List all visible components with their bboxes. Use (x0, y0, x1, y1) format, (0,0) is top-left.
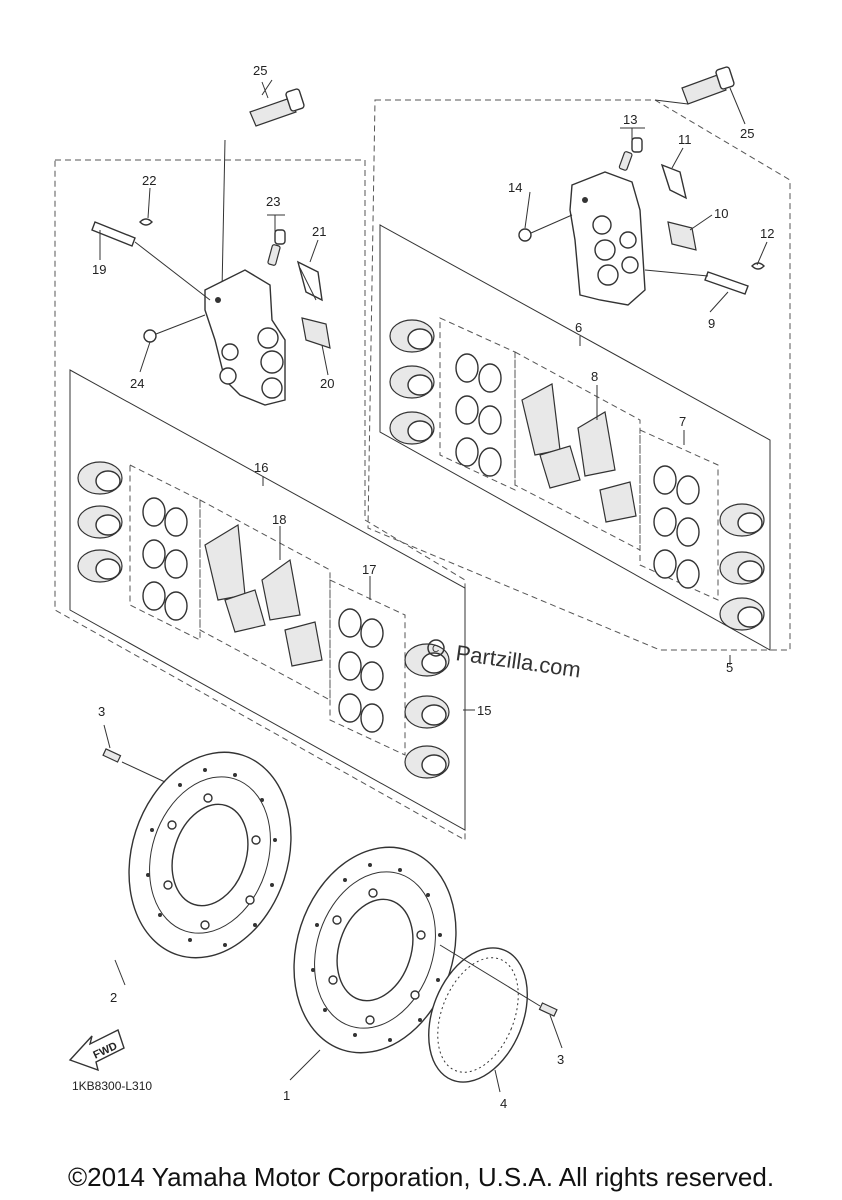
callout-10: 10 (714, 206, 728, 221)
callout-25-left: 25 (253, 63, 267, 78)
callout-18: 18 (272, 512, 286, 527)
callout-19: 19 (92, 262, 106, 277)
callout-7: 7 (679, 414, 686, 429)
disc-bolt-3-right (439, 944, 558, 1017)
clip-20 (301, 317, 331, 349)
washer-14 (518, 214, 573, 242)
right-seals-1 (455, 353, 502, 477)
copyright-notice: ©2014 Yamaha Motor Corporation, U.S.A. A… (67, 1162, 775, 1192)
disc-bolt-3-left (102, 748, 166, 783)
callout-11: 11 (678, 132, 692, 147)
right-seal-kit-outline (379, 224, 771, 651)
callout-1: 1 (283, 1088, 290, 1103)
callout-23: 23 (266, 194, 280, 209)
callout-3-left: 3 (98, 704, 105, 719)
leader-lines (99, 79, 768, 1093)
pin-19 (91, 218, 211, 301)
diagram-code: 1KB8300-L310 (72, 1079, 152, 1093)
callout-22: 22 (142, 173, 156, 188)
callout-4: 4 (500, 1096, 507, 1111)
clip-10 (667, 221, 697, 251)
callout-3-right: 3 (557, 1052, 564, 1067)
watermark: C Partzilla.com (427, 639, 582, 682)
callout-6: 6 (575, 320, 582, 335)
left-seal-group-2 (329, 579, 406, 756)
left-caliper-body (204, 269, 286, 406)
brake-disc-2 (128, 751, 292, 959)
callout-15: 15 (477, 703, 491, 718)
pad-spring-21 (296, 260, 323, 302)
callout-17: 17 (362, 562, 376, 577)
left-caliper-assembly-outline (54, 159, 466, 841)
bleed-screw-13 (618, 137, 643, 171)
brake-disc-1 (293, 846, 457, 1054)
left-pistons-outer (77, 461, 123, 583)
bleed-screw-23 (267, 229, 286, 266)
left-piston-seal-group (129, 464, 201, 641)
callout-21: 21 (312, 224, 326, 239)
left-seals-2 (338, 608, 384, 733)
watermark-text: Partzilla.com (454, 640, 582, 682)
sensor-rotor-4 (428, 947, 528, 1083)
pin-9 (644, 262, 765, 295)
left-seals-1 (142, 497, 188, 621)
left-brake-pads-18 (204, 523, 323, 667)
right-seals-2 (653, 465, 700, 589)
callout-9: 9 (708, 316, 715, 331)
bolt-25-left (221, 81, 305, 291)
callout-14: 14 (508, 180, 522, 195)
callout-numbers: 25 25 22 23 21 19 24 20 16 18 17 15 3 2 … (92, 63, 774, 1111)
callout-25-right: 25 (740, 126, 754, 141)
callout-13: 13 (623, 112, 637, 127)
right-piston-seal-group (439, 317, 516, 491)
bolt-25-right (654, 66, 746, 125)
fwd-arrow: FWD (68, 1029, 125, 1072)
callout-20: 20 (320, 376, 334, 391)
left-pistons-inner-15 (404, 643, 450, 779)
right-caliper-body (569, 171, 646, 306)
callout-16: 16 (254, 460, 268, 475)
callout-12: 12 (760, 226, 774, 241)
right-pistons-inner-5 (719, 503, 765, 631)
svg-text:C: C (432, 644, 439, 655)
right-seal-group-2 (639, 429, 719, 601)
left-seal-kit-outline (69, 369, 466, 831)
washer-24 (143, 314, 206, 343)
right-pistons-outer (389, 319, 435, 445)
callout-24: 24 (130, 376, 144, 391)
right-brake-pads-8 (521, 383, 637, 523)
pad-spring-11 (660, 163, 688, 200)
callout-8: 8 (591, 369, 598, 384)
callout-2: 2 (110, 990, 117, 1005)
callout-5: 5 (726, 660, 733, 675)
